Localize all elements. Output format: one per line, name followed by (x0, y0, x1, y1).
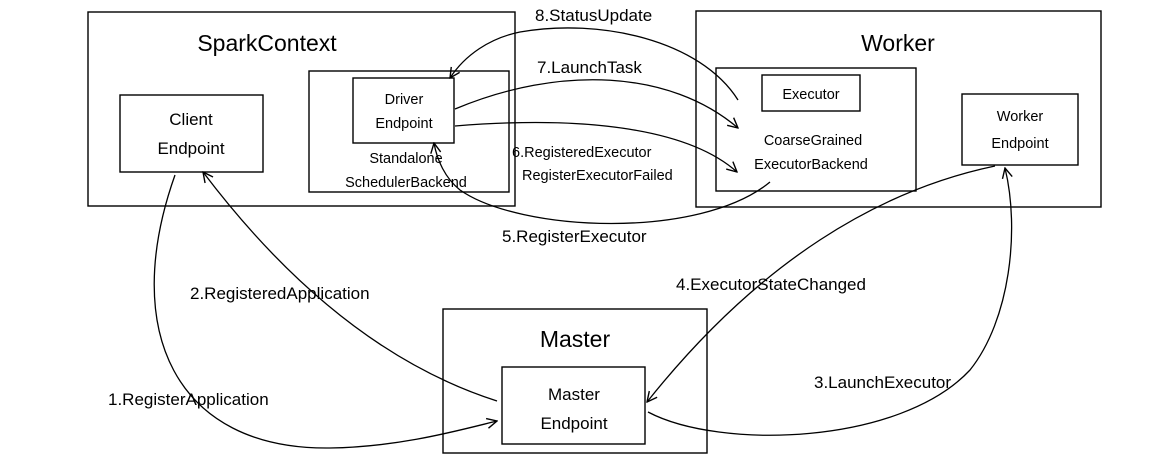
client-endpoint-box: Client Endpoint (119, 94, 264, 173)
driver-endpoint-label-2: Endpoint (375, 116, 432, 132)
label-registered-executor: 6.RegisteredExecutor (512, 145, 652, 161)
master-box: Master (442, 308, 708, 454)
master-title: Master (540, 326, 611, 352)
arrow-registered-executor (454, 121, 737, 172)
label-launch-executor: 3.LaunchExecutor (814, 373, 951, 392)
arrow-launch-executor (647, 168, 1012, 436)
arrow-executor-state-changed (647, 165, 996, 402)
arrow-registered-application (203, 172, 498, 402)
driver-endpoint-label-1: Driver (385, 92, 424, 108)
executor-box: Executor (761, 74, 861, 112)
master-endpoint-label-2: Endpoint (540, 414, 607, 433)
executor-backend-label-2: ExecutorBackend (754, 157, 868, 173)
executor-label: Executor (782, 87, 839, 103)
label-register-executor: 5.RegisterExecutor (502, 227, 647, 246)
worker-endpoint-box: Worker Endpoint (961, 93, 1079, 166)
arrow-register-executor (434, 143, 771, 225)
worker-endpoint-label-2: Endpoint (991, 136, 1048, 152)
spark-context-title: SparkContext (197, 30, 337, 56)
label-launch-task: 7.LaunchTask (537, 58, 642, 77)
label-status-update: 8.StatusUpdate (535, 6, 652, 25)
label-register-application: 1.RegisterApplication (108, 390, 269, 409)
arrow-register-application (153, 174, 497, 449)
worker-title: Worker (861, 30, 935, 56)
label-registered-application: 2.RegisteredApplication (190, 284, 370, 303)
arrow-status-update (450, 27, 739, 101)
scheduler-backend-label-1: Standalone (369, 151, 442, 167)
client-endpoint-label-1: Client (169, 110, 213, 129)
driver-endpoint-box: Driver Endpoint (352, 77, 455, 144)
master-endpoint-label-1: Master (548, 385, 600, 404)
executor-backend-label-1: CoarseGrained (764, 133, 862, 149)
master-endpoint-box: Master Endpoint (501, 366, 646, 445)
worker-endpoint-label-1: Worker (997, 109, 1044, 125)
label-register-executor-failed: RegisterExecutorFailed (522, 168, 673, 184)
label-executor-state-changed: 4.ExecutorStateChanged (676, 275, 866, 294)
scheduler-backend-label-2: SchedulerBackend (345, 175, 467, 191)
arrow-launch-task (454, 79, 738, 128)
client-endpoint-label-2: Endpoint (157, 139, 224, 158)
